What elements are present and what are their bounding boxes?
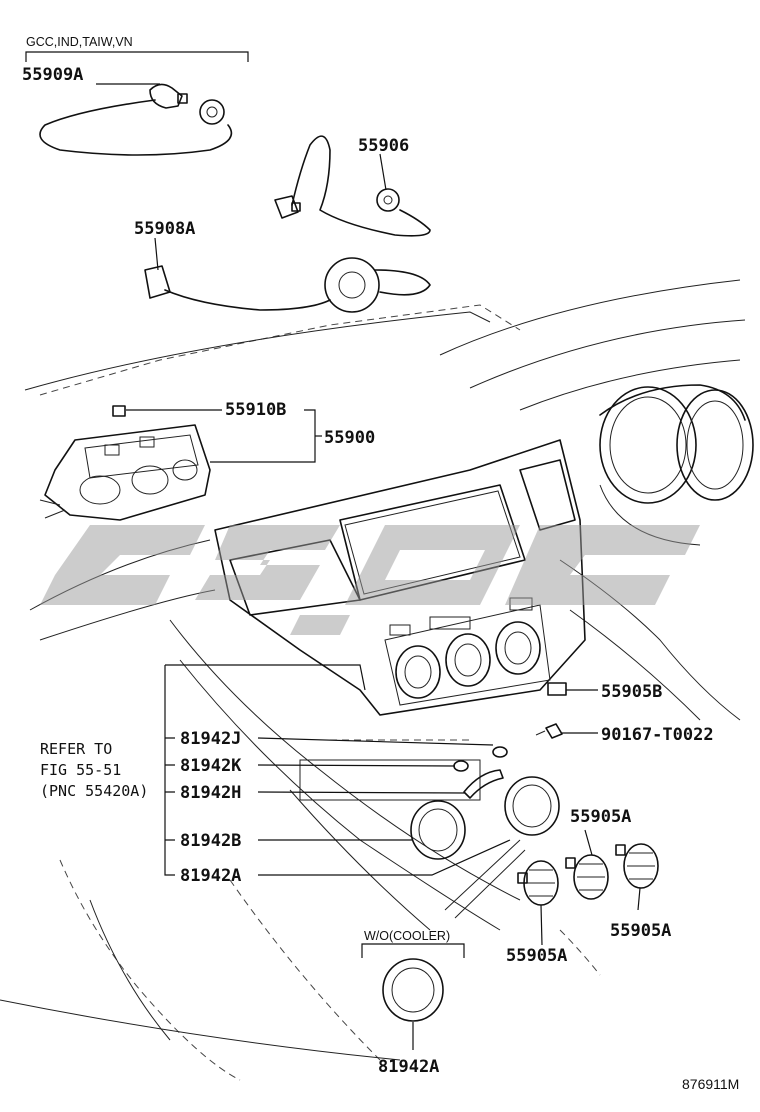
leader-lines [96,83,641,1050]
knobs-and-rings [382,746,659,1022]
label-55900: 55900 [324,428,375,448]
refer-note-line2: FIG 55-51 [40,761,121,779]
region-note-text: GCC,IND,TAIW,VN [26,35,133,49]
label-55905a-lower: 55905A [506,946,567,966]
wire-harness-55909a [39,83,233,156]
refer-note-line3: (PNC 55420A) [40,782,148,800]
label-55905b: 55905B [601,682,662,702]
label-81942b: 81942B [180,831,241,851]
label-81942j: 81942J [180,729,241,749]
heater-control-assembly [39,424,211,521]
small-parts [112,405,567,739]
watermark [40,525,700,635]
variant-note: W/O(COOLER) [364,929,450,943]
watermark-mark-4 [505,525,700,605]
refer-note: REFER TO FIG 55-51 (PNC 55420A) [40,740,148,800]
label-55905a-upper: 55905A [570,807,631,827]
label-90167-t0022: 90167-T0022 [601,725,714,745]
label-55905a-right: 55905A [610,921,671,941]
figure-number: 876911M [682,1076,739,1092]
instrument-cluster [599,384,754,546]
label-55909a: 55909A [22,65,83,85]
label-55906: 55906 [358,136,409,156]
watermark-mark-2 [195,525,340,600]
label-55910b: 55910B [225,400,286,420]
refer-note-line1: REFER TO [40,740,112,758]
region-note: GCC,IND,TAIW,VN [25,35,249,62]
label-81942k: 81942K [180,756,242,776]
label-55908a: 55908A [134,219,195,239]
wire-harness-55908a [144,257,431,313]
label-81942a: 81942A [180,866,241,886]
label-81942a-bottom: 81942A [378,1057,439,1077]
label-81942h: 81942H [180,783,241,803]
wire-harness-55906 [274,135,431,237]
watermark-mark-1 [40,525,205,605]
watermark-mark-3 [345,525,520,605]
part-labels: 55909A 55906 55908A 55910B 55900 55905B … [22,65,714,1077]
dashboard-outline [0,279,746,1081]
watermark-mark-5 [290,615,350,635]
